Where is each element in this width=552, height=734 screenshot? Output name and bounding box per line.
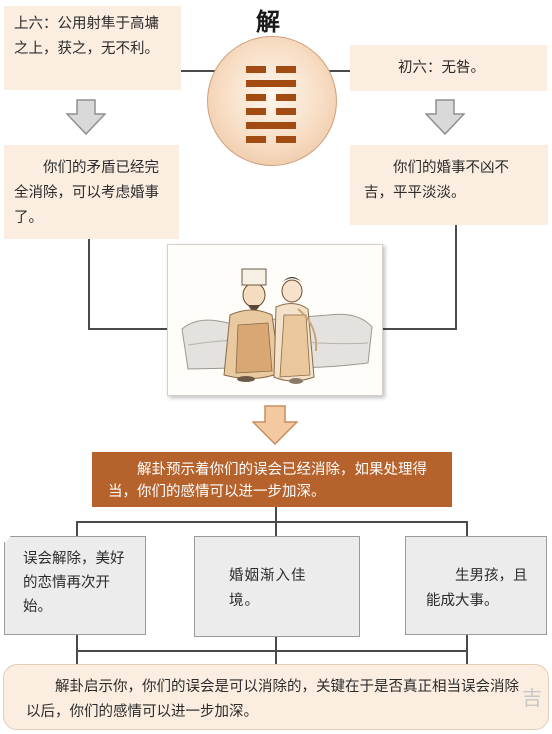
outcome-box-2: 婚姻渐入佳境。 bbox=[194, 536, 360, 637]
connector-bottom-v3 bbox=[466, 521, 468, 536]
connector-bottom-v1 bbox=[76, 521, 78, 536]
connector-outcome-h bbox=[76, 650, 468, 652]
down-arrow-icon bbox=[252, 405, 298, 445]
mid-left-box: 你们的矛盾已经完全消除，可以考虑婚事了。 bbox=[4, 145, 179, 239]
watermark: 吉 bbox=[522, 686, 542, 710]
top-right-box: 初六：无咎。 bbox=[350, 45, 547, 91]
connector-mid-left-v bbox=[88, 238, 90, 330]
mid-right-text: 你们的婚事不凶不吉，平平淡淡。 bbox=[364, 160, 509, 201]
connector-top-right bbox=[315, 70, 351, 72]
mid-left-text: 你们的矛盾已经完全消除，可以考虑婚事了。 bbox=[14, 160, 159, 226]
connector-mid-right-v bbox=[455, 225, 457, 329]
center-banner: 解卦预示着你们的误会已经消除，如果处理得当，你们的感情可以进一步加深。 bbox=[92, 452, 452, 507]
down-arrow-icon bbox=[425, 99, 465, 135]
couple-illustration bbox=[181, 268, 373, 384]
page-title: 解 bbox=[256, 7, 280, 36]
mid-right-box: 你们的婚事不凶不吉，平平淡淡。 bbox=[350, 145, 548, 225]
connector-bottom-h bbox=[76, 521, 468, 523]
top-left-box: 上六：公用射隼于高墉之上，获之，无不利。 bbox=[4, 6, 181, 90]
connector-bottom-v2 bbox=[275, 506, 277, 536]
top-left-text: 上六：公用射隼于高墉之上，获之，无不利。 bbox=[14, 16, 159, 57]
outcome-box-1: 误会解除，美好的恋情再次开始。 bbox=[0, 531, 146, 635]
outcome-text-1: 误会解除，美好的恋情再次开始。 bbox=[23, 551, 125, 615]
connector-top-left bbox=[180, 70, 220, 72]
connector-mid-right-h bbox=[380, 328, 457, 330]
bottom-text: 解卦启示你，你们的误会是可以消除的，关键在于是否真正相当误会消除以后，你们的感情… bbox=[26, 679, 519, 720]
hexagram-lines bbox=[246, 66, 296, 143]
outcome-text-2: 婚姻渐入佳境。 bbox=[229, 568, 307, 609]
hexagram-icon bbox=[207, 36, 337, 166]
outcome-text-3: 生男孩，且能成大事。 bbox=[426, 568, 528, 609]
top-right-text: 初六：无咎。 bbox=[398, 60, 485, 76]
connector-mid-left-h bbox=[88, 328, 168, 330]
outcome-box-3: 生男孩，且能成大事。 bbox=[405, 536, 547, 635]
couple-illustration-frame bbox=[167, 244, 383, 396]
center-banner-text: 解卦预示着你们的误会已经消除，如果处理得当，你们的感情可以进一步加深。 bbox=[108, 462, 427, 500]
bottom-box: 解卦启示你，你们的误会是可以消除的，关键在于是否真正相当误会消除以后，你们的感情… bbox=[3, 664, 549, 730]
down-arrow-icon bbox=[66, 99, 106, 135]
